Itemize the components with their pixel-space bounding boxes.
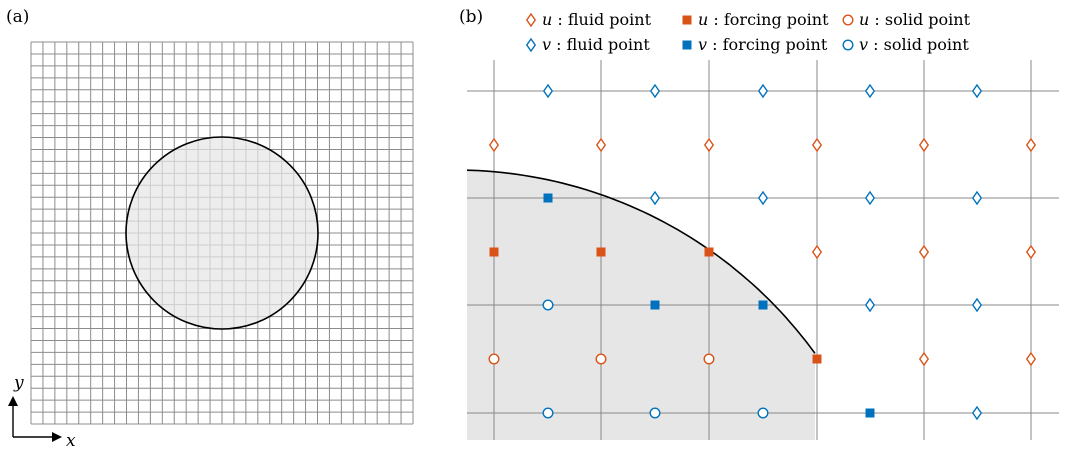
v-fluid-point: [864, 83, 876, 99]
legend-entry: u : fluid point: [525, 10, 652, 29]
legend-entry: v : solid point: [842, 35, 969, 54]
legend-description: : fluid point: [552, 10, 651, 29]
v-fluid-point: [971, 297, 983, 313]
immersed-cylinder: [125, 136, 319, 330]
u-solid-point: [595, 353, 607, 365]
v-fluid-point: [971, 83, 983, 99]
u-fluid-point: [703, 137, 715, 153]
u-fluid-point: [811, 244, 823, 260]
u-forcing-point: [812, 354, 822, 364]
legend-label: u : forcing point: [698, 10, 829, 29]
u-solid-point: [703, 353, 715, 365]
v-fluid-point: [649, 190, 661, 206]
u-fluid-point: [811, 137, 823, 153]
u-forcing-point: [489, 247, 499, 257]
legend-description: : solid point: [869, 10, 970, 29]
legend-variable: v: [859, 35, 868, 54]
diamond-marker-icon: [525, 12, 537, 28]
u-fluid-point: [1025, 137, 1037, 153]
cartesian-mesh: [30, 41, 414, 425]
legend-variable: v: [698, 35, 707, 54]
v-fluid-point: [971, 190, 983, 206]
x-arrowhead-icon: [52, 432, 62, 442]
legend-entry: v : forcing point: [682, 35, 828, 54]
legend-variable: u: [542, 10, 552, 29]
legend-description: : forcing point: [708, 10, 829, 29]
v-fluid-point: [757, 190, 769, 206]
u-solid-point: [488, 353, 500, 365]
u-fluid-point: [1025, 244, 1037, 260]
u-fluid-point: [918, 351, 930, 367]
legend-description: : forcing point: [707, 35, 828, 54]
x-axis-label: x: [66, 431, 76, 451]
panel-b-detail: [467, 60, 1059, 440]
legend-description: : solid point: [868, 35, 969, 54]
v-fluid-point: [864, 297, 876, 313]
square-marker-icon: [682, 15, 692, 25]
v-fluid-point: [864, 190, 876, 206]
u-fluid-point: [918, 137, 930, 153]
u-forcing-point: [704, 247, 714, 257]
v-solid-point: [649, 407, 661, 419]
panel-a-label: (a): [6, 7, 29, 27]
circle-marker-icon: [842, 39, 854, 51]
v-forcing-point: [650, 300, 660, 310]
legend-entry: v : fluid point: [525, 35, 650, 54]
v-fluid-point: [542, 83, 554, 99]
v-fluid-point: [649, 83, 661, 99]
v-fluid-point: [757, 83, 769, 99]
legend-entry: u : forcing point: [682, 10, 829, 29]
v-solid-point: [542, 299, 554, 311]
immersed-boundary: [467, 169, 816, 354]
legend-label: u : fluid point: [542, 10, 652, 29]
square-marker-icon: [682, 40, 692, 50]
legend-variable: u: [859, 10, 869, 29]
u-fluid-point: [595, 137, 607, 153]
v-forcing-point: [865, 408, 875, 418]
legend-label: u : solid point: [859, 10, 971, 29]
legend-label: v : forcing point: [698, 35, 828, 54]
v-solid-point: [757, 407, 769, 419]
panel-b-label: (b): [459, 7, 483, 27]
v-fluid-point: [971, 405, 983, 421]
grid-points: [488, 83, 1037, 421]
u-fluid-point: [1025, 351, 1037, 367]
diamond-marker-icon: [525, 37, 537, 53]
axes-indicator: x y: [8, 373, 76, 451]
v-forcing-point: [758, 300, 768, 310]
legend-variable: u: [698, 10, 708, 29]
y-arrowhead-icon: [8, 396, 18, 406]
legend-variable: v: [542, 35, 551, 54]
legend-entry: u : solid point: [842, 10, 971, 29]
v-solid-point: [542, 407, 554, 419]
circle-marker-icon: [842, 14, 854, 26]
legend-label: v : solid point: [859, 35, 969, 54]
panel-a-mesh: [30, 41, 414, 425]
y-axis-label: y: [13, 373, 24, 393]
legend-label: v : fluid point: [542, 35, 650, 54]
u-fluid-point: [488, 137, 500, 153]
u-fluid-point: [918, 244, 930, 260]
legend-description: : fluid point: [551, 35, 650, 54]
u-forcing-point: [596, 247, 606, 257]
v-forcing-point: [543, 193, 553, 203]
